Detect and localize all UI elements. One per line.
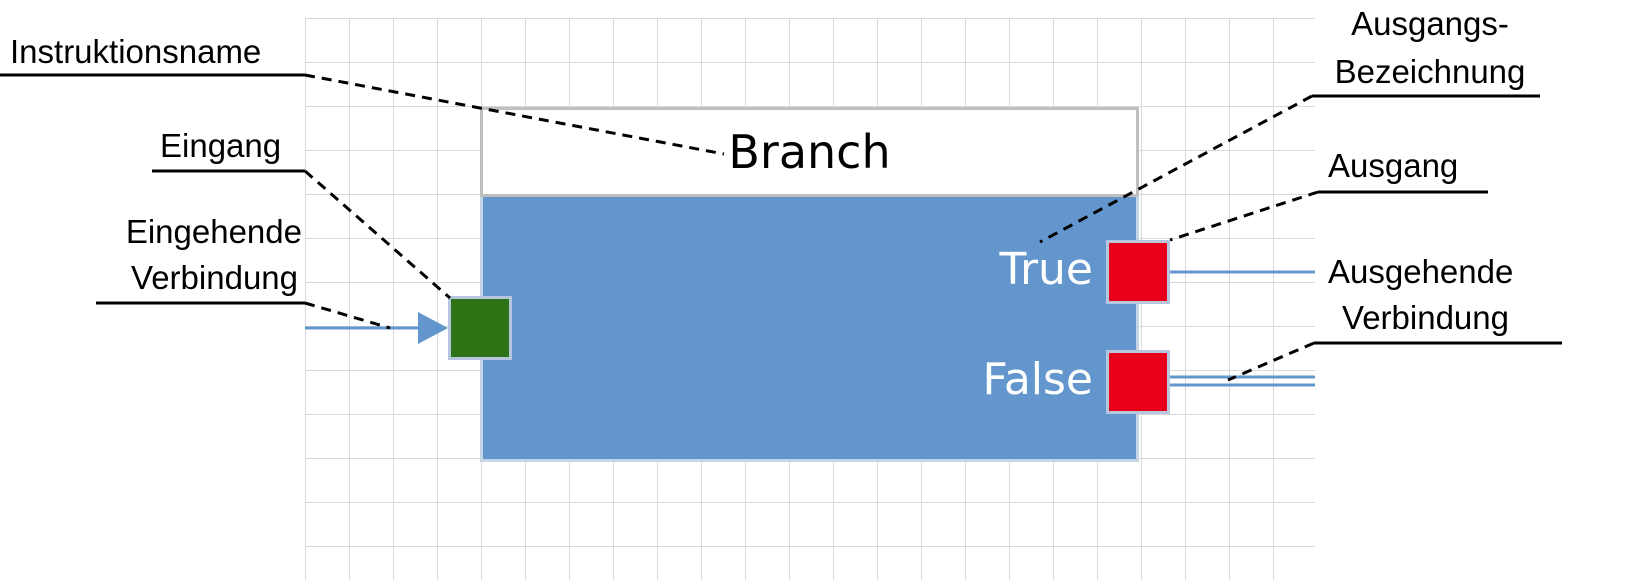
input-port[interactable]: [448, 296, 512, 360]
callout-output-label-line1: Ausgangs-: [1351, 5, 1509, 42]
output-port-label-false: False: [982, 354, 1093, 405]
output-port-true[interactable]: [1106, 240, 1170, 304]
block-title: Branch: [728, 125, 891, 179]
callout-instruction-name: Instruktionsname: [10, 33, 262, 70]
callout-outgoing-line2: Verbindung: [1342, 299, 1509, 336]
callout-incoming-line1: Eingehende: [125, 213, 302, 250]
callout-outgoing-line1: Ausgehende: [1328, 253, 1514, 290]
callout-output-label-line2: Bezeichnung: [1334, 53, 1526, 90]
output-port-label-true: True: [999, 244, 1093, 295]
callout-incoming-line2: Verbindung: [131, 259, 298, 296]
callout-input: Eingang: [160, 127, 282, 164]
output-port-false[interactable]: [1106, 350, 1170, 414]
callout-output: Ausgang: [1328, 147, 1459, 184]
block-body[interactable]: [480, 197, 1139, 462]
